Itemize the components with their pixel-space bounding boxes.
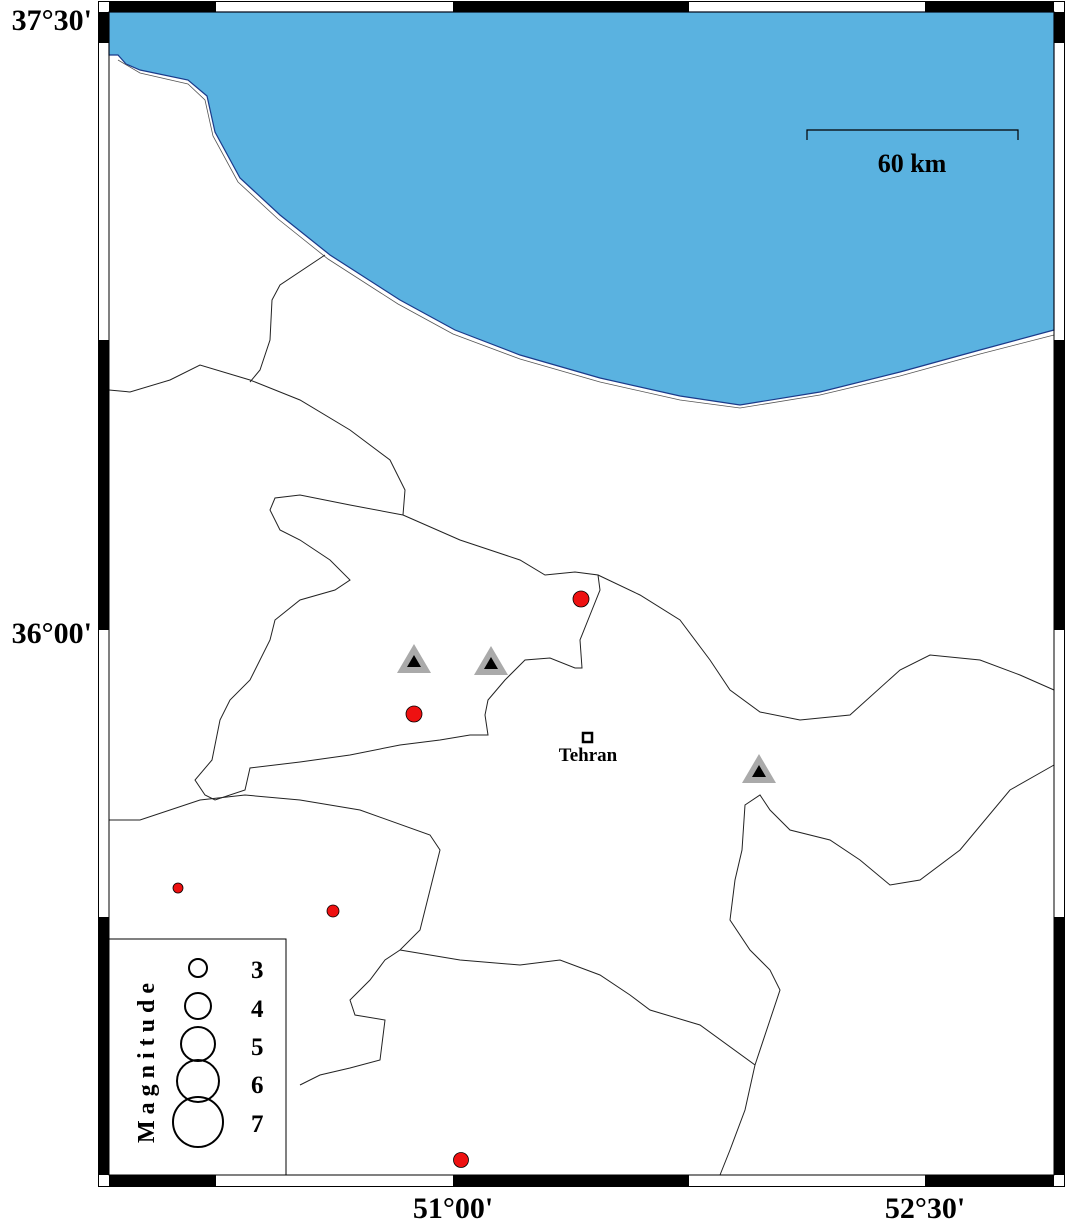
event-marker — [172, 882, 184, 894]
province-boundaries — [108, 254, 1055, 1176]
legend-label: 4 — [251, 996, 264, 1023]
earthquake-events — [172, 590, 590, 1168]
legend-circle-3 — [188, 958, 208, 978]
scale-bar: 60 km — [806, 129, 1019, 178]
boundary — [108, 364, 406, 516]
event-marker — [572, 590, 590, 608]
stations — [397, 644, 776, 783]
lat-label: 37°30' — [12, 4, 92, 37]
coastline — [117, 59, 1055, 409]
boundary — [597, 574, 1055, 721]
boundary — [194, 494, 601, 801]
lon-label: 51°00' — [413, 1192, 493, 1224]
legend-label: 5 — [251, 1034, 264, 1061]
map-frame — [98, 1, 1065, 1187]
legend-label: 3 — [251, 957, 264, 984]
legend-title: Magnitude — [134, 977, 160, 1143]
station-triangle-icon — [742, 754, 776, 783]
caspian-sea — [108, 11, 1055, 406]
event-marker — [405, 705, 423, 723]
event-marker — [453, 1152, 469, 1168]
legend-circle-6 — [176, 1059, 220, 1103]
lat-label: 36°00' — [12, 617, 92, 650]
legend-label: 7 — [251, 1111, 264, 1138]
station-triangle-icon — [397, 644, 431, 673]
legend-circle-4 — [184, 992, 212, 1020]
legend-label: 6 — [251, 1072, 264, 1099]
event-marker — [326, 904, 340, 918]
city-marker-icon — [581, 731, 594, 744]
boundary — [109, 794, 441, 1086]
scale-bar-label: 60 km — [878, 149, 947, 178]
magnitude-legend: Magnitude 3 4 5 6 7 — [108, 938, 287, 1176]
city-label: Tehran — [559, 745, 618, 766]
legend-circle-7 — [172, 1096, 224, 1148]
station-triangle-icon — [474, 646, 508, 675]
boundary — [399, 949, 756, 1176]
lon-label: 52°30' — [885, 1192, 965, 1224]
boundary — [249, 254, 326, 383]
boundary — [729, 764, 1055, 1066]
